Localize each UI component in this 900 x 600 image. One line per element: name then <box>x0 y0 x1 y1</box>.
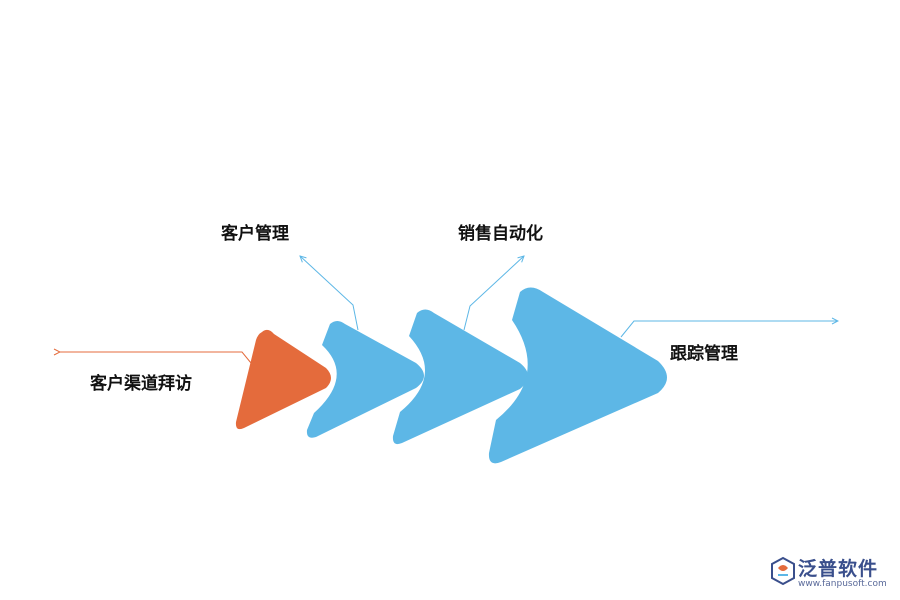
stage-1-label: 客户渠道拜访 <box>90 374 192 394</box>
stage-2-label: 客户管理 <box>221 224 289 244</box>
brand-url: www.fanpusoft.com <box>798 579 887 589</box>
stage-2-connector <box>300 256 359 331</box>
stage-4-connector <box>620 321 838 338</box>
stage-1-connector <box>60 352 252 364</box>
stage-3-connector <box>463 256 524 331</box>
stage-4-label: 跟踪管理 <box>670 344 738 364</box>
stage-1-shape <box>235 329 331 430</box>
watermark-logo: 泛普软件 www.fanpusoft.com <box>768 552 898 596</box>
stage-3-shape <box>392 309 528 445</box>
brand-name: 泛普软件 <box>798 558 879 580</box>
stage-3-label: 销售自动化 <box>458 224 543 244</box>
brand-mark-icon <box>771 556 795 586</box>
stage-2-shape <box>306 321 424 438</box>
stage-4-shape <box>488 287 667 464</box>
